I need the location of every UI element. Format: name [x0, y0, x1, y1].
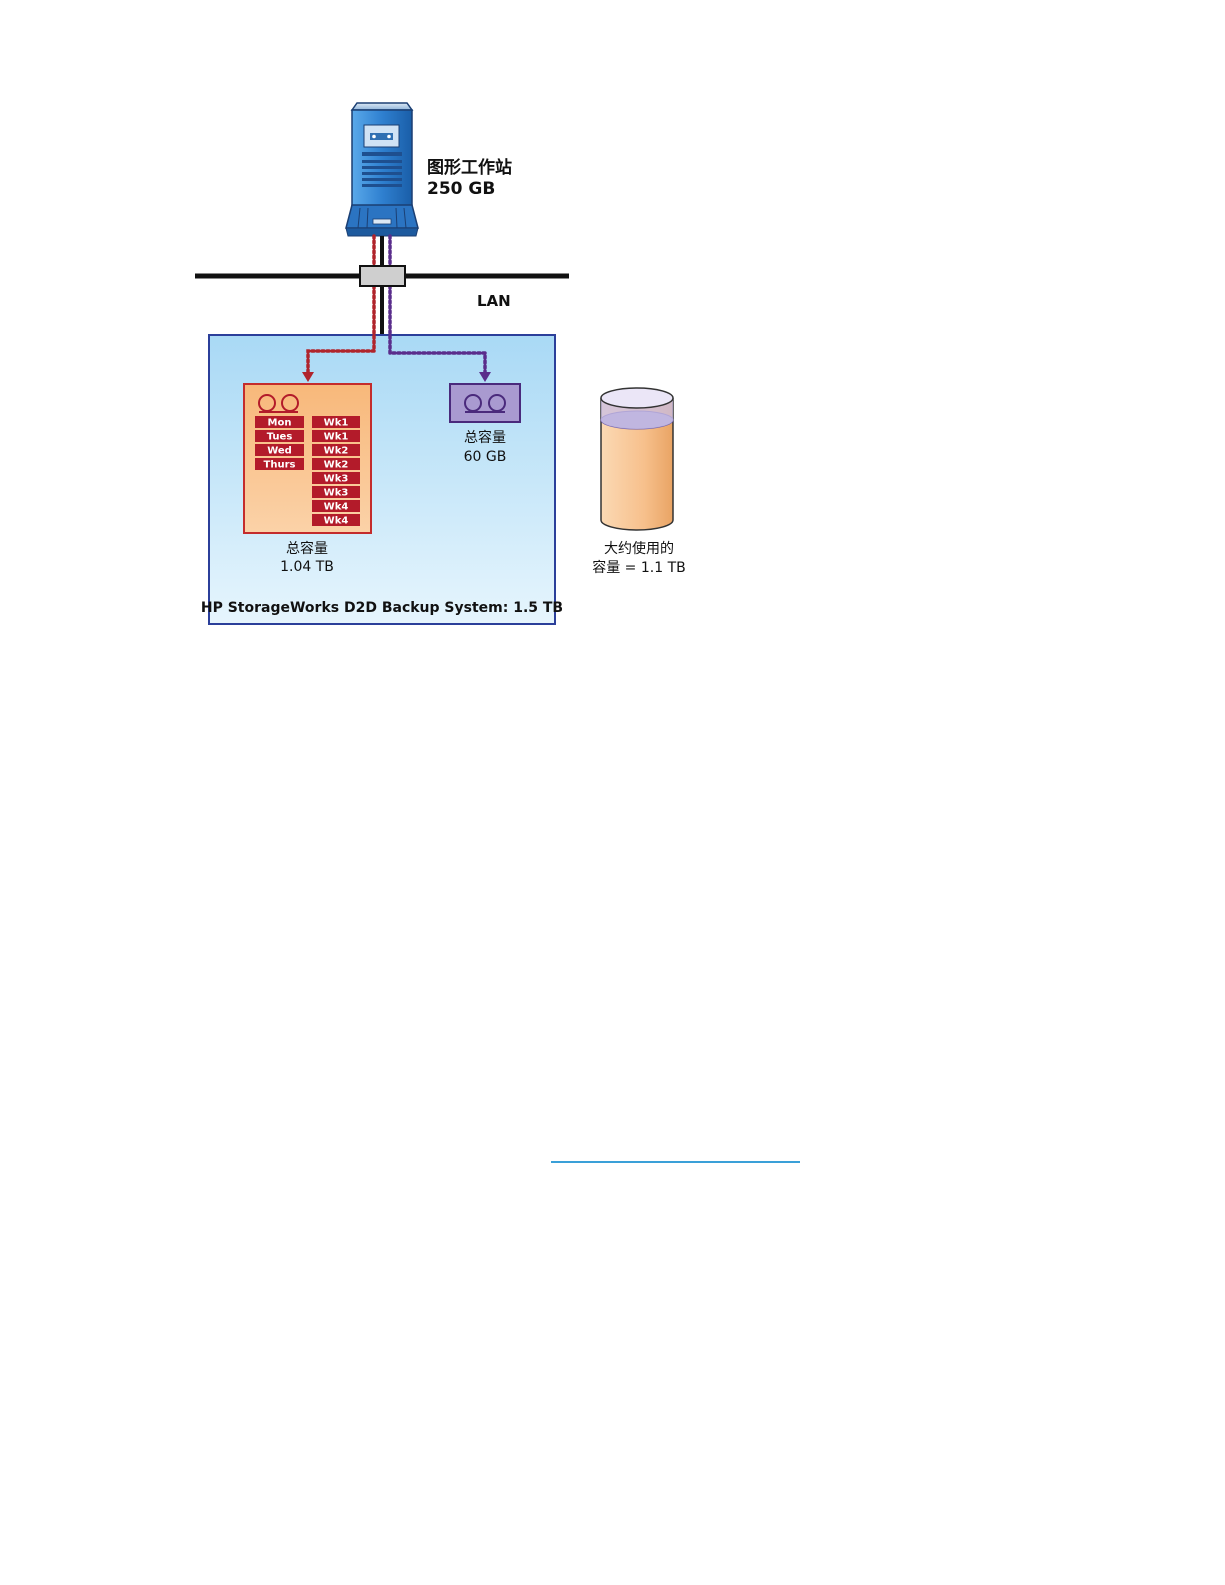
workstation-size: 250 GB	[427, 179, 495, 199]
network-hub-icon	[360, 266, 405, 286]
tape-slot-label: Wk1	[324, 418, 349, 429]
tape-slot-label: Wk1	[324, 432, 349, 443]
tape-slot-label: Wk2	[324, 446, 349, 457]
cylinder-jar-icon	[601, 388, 673, 530]
usage-cylinder: 大约使用的 容量 = 1.1 TB	[592, 388, 686, 576]
workstation-server: 图形工作站 250 GB	[346, 103, 512, 236]
system-label: HP StorageWorks D2D Backup System: 1.5 T…	[201, 600, 563, 616]
small-library-box	[450, 384, 520, 422]
workstation-name: 图形工作站	[427, 157, 512, 178]
tape-slot-label: Wed	[267, 446, 292, 457]
hyperlink-underline[interactable]	[551, 1161, 800, 1163]
tape-slot-label: Wk2	[324, 460, 349, 471]
small-library-caption-value: 60 GB	[464, 449, 507, 465]
tape-slot-label: Thurs	[264, 460, 296, 471]
tape-slot-label: Wk4	[324, 502, 349, 513]
large-library-caption-value: 1.04 TB	[280, 559, 334, 575]
usage-caption-title: 大约使用的	[604, 540, 674, 557]
tape-slot-label: Tues	[267, 432, 293, 443]
tape-slot-label: Wk3	[324, 488, 349, 499]
tape-slot-label: Mon	[268, 418, 292, 429]
small-library-caption-title: 总容量	[464, 429, 506, 446]
tape-slot-label: Wk4	[324, 516, 349, 527]
small-tape-library	[450, 384, 520, 422]
large-library-caption-title: 总容量	[286, 540, 328, 557]
usage-caption-value: 容量 = 1.1 TB	[592, 559, 686, 576]
tape-slot-label: Wk3	[324, 474, 349, 485]
server-tower-icon	[346, 103, 418, 236]
lan-label: LAN	[477, 292, 511, 310]
